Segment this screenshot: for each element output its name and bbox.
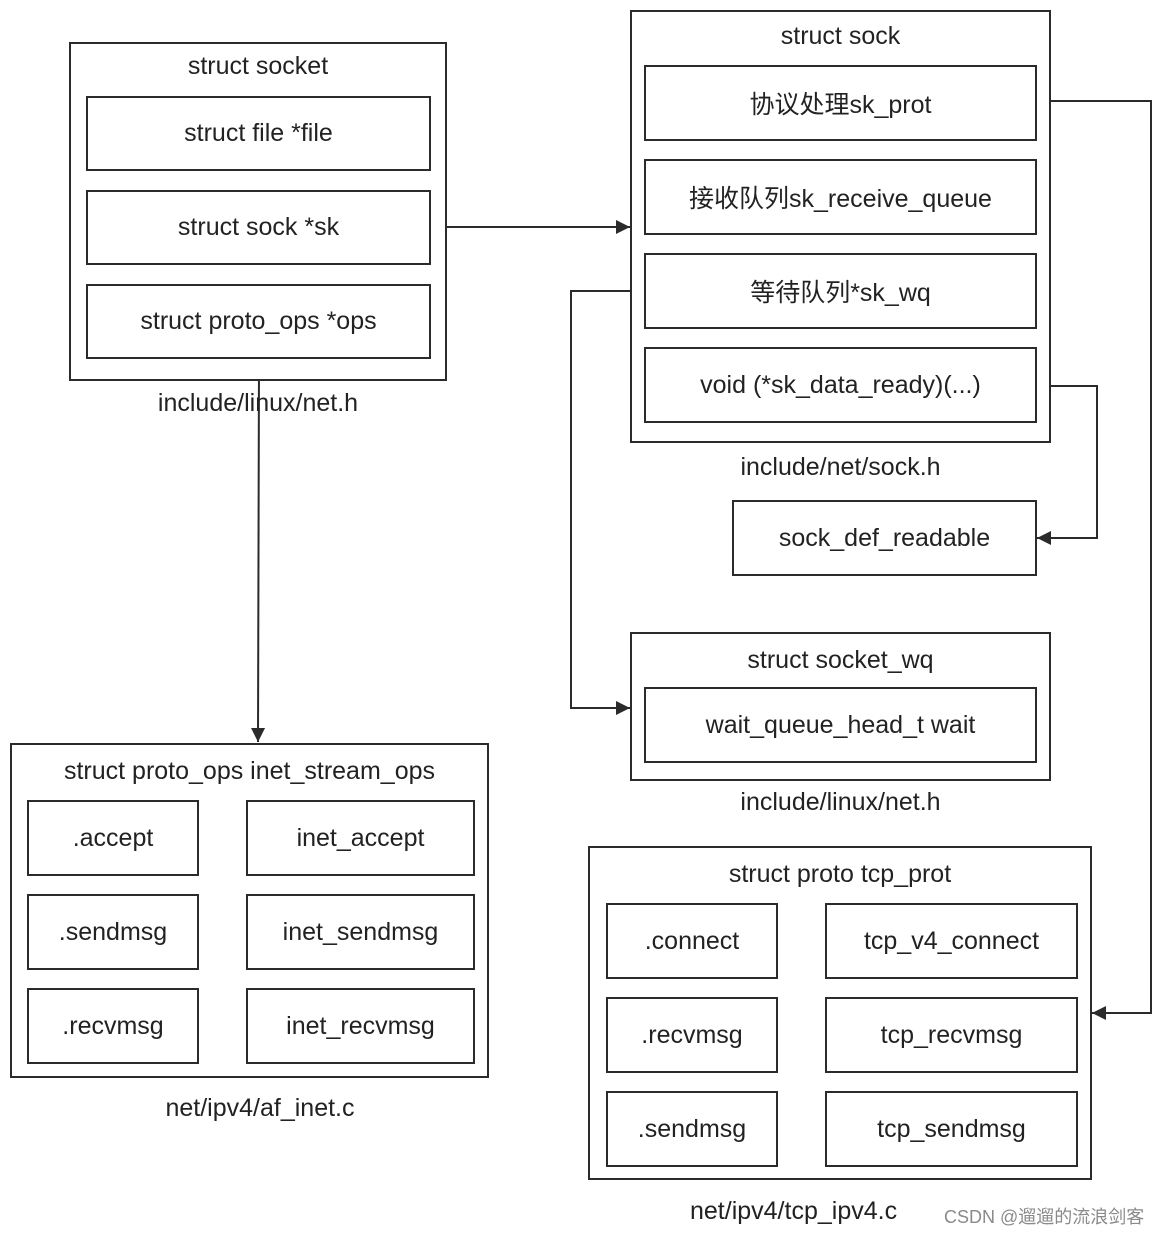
ops-key-sendmsg: .sendmsg [27, 894, 199, 970]
sock-source-file: include/net/sock.h [740, 453, 941, 481]
ops-value-inet-accept: inet_accept [246, 800, 475, 876]
sock-field-sk-prot: 协议处理sk_prot [644, 65, 1037, 141]
ops-value-inet-recvmsg: inet_recvmsg [246, 988, 475, 1064]
sock-field-sk-wq: 等待队列*sk_wq [644, 253, 1037, 329]
sock-field-data-ready: void (*sk_data_ready)(...) [644, 347, 1037, 423]
socket-wq-field-wait: wait_queue_head_t wait [644, 687, 1037, 763]
tcp-value-connect: tcp_v4_connect [825, 903, 1078, 979]
sock-def-readable-box: sock_def_readable [732, 500, 1037, 576]
tcp-key-sendmsg: .sendmsg [606, 1091, 778, 1167]
struct-socket-title: struct socket [187, 52, 329, 80]
socket-field-ops: struct proto_ops *ops [86, 284, 431, 359]
ops-value-inet-sendmsg: inet_sendmsg [246, 894, 475, 970]
sk-prot-arrow [1037, 100, 1152, 1020]
tcp-prot-title: struct proto tcp_prot [728, 860, 952, 888]
ops-key-recvmsg: .recvmsg [27, 988, 199, 1064]
struct-socket-wq-title: struct socket_wq [747, 646, 934, 674]
struct-sock-title: struct sock [780, 22, 901, 50]
ops-key-accept: .accept [27, 800, 199, 876]
sk-wq-arrow [570, 290, 644, 715]
sk-data-ready-arrow [1037, 385, 1098, 545]
watermark: CSDN @遛遛的流浪剑客 [944, 1207, 1145, 1227]
tcp-value-sendmsg: tcp_sendmsg [825, 1091, 1078, 1167]
tcp-key-recvmsg: .recvmsg [606, 997, 778, 1073]
tcp-prot-source-file: net/ipv4/tcp_ipv4.c [690, 1197, 898, 1225]
inet-stream-ops-title: struct proto_ops inet_stream_ops [63, 757, 436, 785]
socket-wq-source-file: include/linux/net.h [740, 788, 941, 816]
ops-pointer-arrow [251, 357, 266, 743]
tcp-key-connect: .connect [606, 903, 778, 979]
socket-field-file: struct file *file [86, 96, 431, 171]
socket-field-sk: struct sock *sk [86, 190, 431, 265]
socket-source-file: include/linux/net.h [157, 389, 359, 417]
inet-stream-ops-source-file: net/ipv4/af_inet.c [165, 1094, 355, 1122]
tcp-value-recvmsg: tcp_recvmsg [825, 997, 1078, 1073]
sock-field-receive-queue: 接收队列sk_receive_queue [644, 159, 1037, 235]
